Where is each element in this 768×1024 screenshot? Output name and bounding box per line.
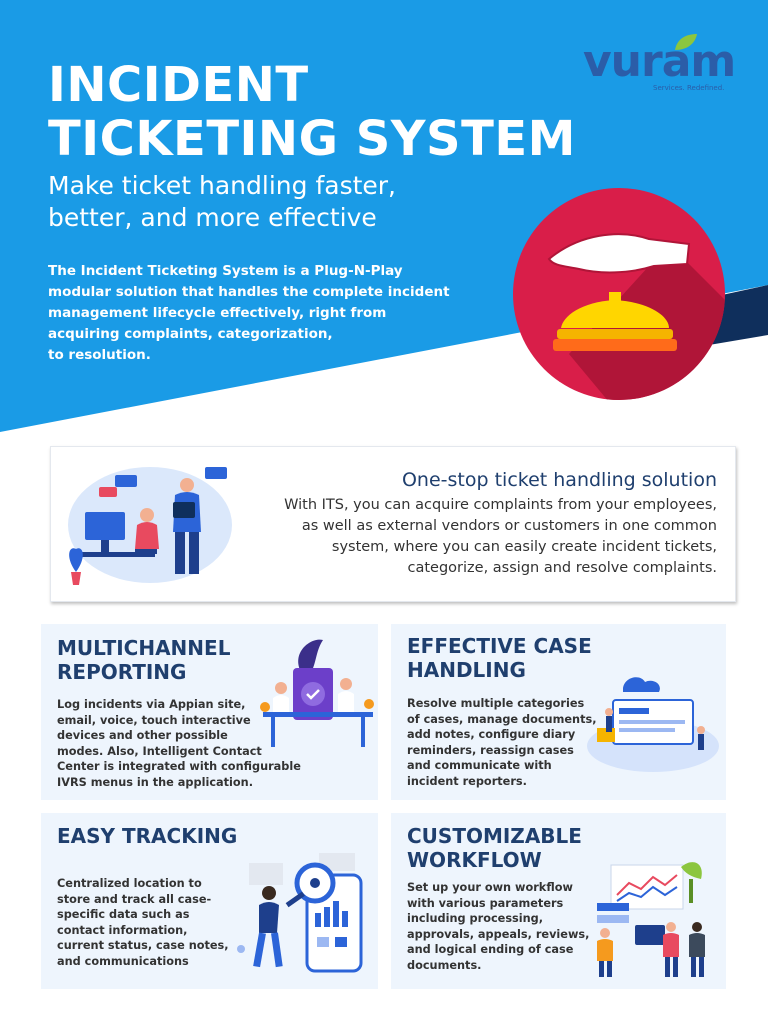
feature-card-multichannel-reporting: MULTICHANNEL REPORTING Log incidents via… bbox=[41, 624, 378, 800]
feature-card-effective-case-handling: EFFECTIVE CASE HANDLING Resolve multiple… bbox=[391, 624, 726, 800]
service-bell-icon bbox=[513, 188, 725, 400]
card-text: Log incidents via Appian site, email, vo… bbox=[57, 698, 301, 789]
helpdesk-illustration-icon bbox=[68, 467, 232, 585]
card-title: MULTICHANNEL REPORTING bbox=[57, 636, 231, 684]
card-text: Set up your own workflow with various pa… bbox=[407, 881, 590, 972]
one-stop-heading: One-stop ticket handling solution bbox=[401, 469, 717, 491]
one-stop-body: With ITS, you can acquire complaints fro… bbox=[284, 497, 717, 576]
page-subtitle: Make ticket handling faster, better, and… bbox=[48, 171, 396, 232]
card-title: EFFECTIVE CASE HANDLING bbox=[407, 634, 592, 682]
intro-text: The Incident Ticketing System is a Plug-… bbox=[48, 263, 450, 363]
card-title: CUSTOMIZABLE WORKFLOW bbox=[407, 824, 582, 872]
case-handling-illustration-icon bbox=[587, 677, 719, 772]
feature-card-customizable-workflow: CUSTOMIZABLE WORKFLOW Set up your own wo… bbox=[391, 813, 726, 989]
card-text: Resolve multiple categories of cases, ma… bbox=[407, 697, 597, 788]
workflow-illustration-icon bbox=[597, 862, 705, 977]
card-title: EASY TRACKING bbox=[57, 824, 238, 848]
page-title: INCIDENT TICKETING SYSTEM bbox=[48, 57, 576, 167]
vuram-logo: vuram Services. Redefined. bbox=[583, 34, 743, 100]
tracking-illustration-icon bbox=[237, 853, 363, 973]
feature-card-easy-tracking: EASY TRACKING Centralized location to st… bbox=[41, 813, 378, 989]
card-text: Centralized location to store and track … bbox=[57, 877, 229, 968]
multichannel-illustration-icon bbox=[260, 639, 374, 747]
leaf-icon bbox=[675, 34, 697, 50]
one-stop-panel: One-stop ticket handling solution With I… bbox=[50, 446, 736, 602]
